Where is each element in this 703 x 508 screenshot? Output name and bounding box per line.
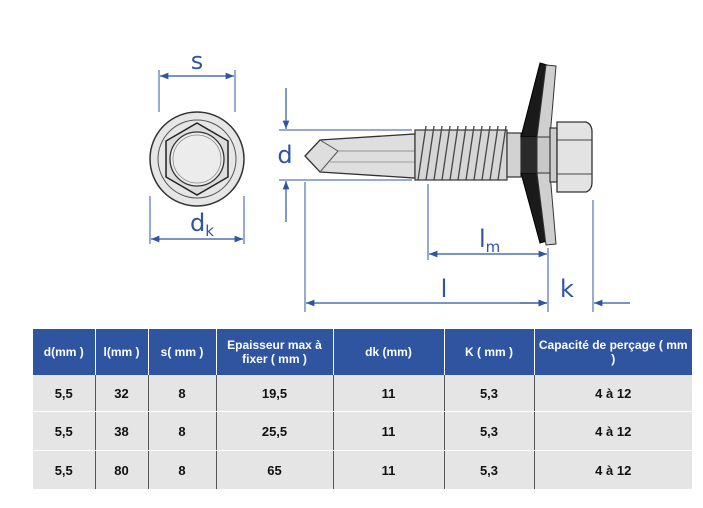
cell-s: 8 [148, 411, 217, 451]
label-l: l [441, 275, 448, 303]
svg-text:lm: lm [479, 225, 500, 256]
dimension-dk: dk [149, 196, 245, 244]
header-dk: dk (mm) [333, 329, 445, 375]
header-k: K ( mm ) [444, 329, 535, 375]
dimension-s: s [158, 47, 236, 112]
hex-head-side-view [549, 121, 593, 193]
cell-d: 5,5 [33, 411, 96, 451]
label-s: s [191, 47, 204, 75]
table-row: 5,5 32 8 19,5 11 5,3 4 à 12 [33, 375, 692, 412]
hex-head-end-view [149, 111, 245, 207]
label-dk-sub: k [205, 222, 214, 240]
cell-dk: 11 [333, 375, 445, 412]
label-lm-sub: m [486, 238, 501, 256]
cell-drilling-capacity: 4 à 12 [534, 450, 692, 490]
dimension-l: l [304, 182, 547, 312]
cell-l: 32 [95, 375, 149, 412]
table-row: 5,5 80 8 65 11 5,3 4 à 12 [33, 450, 692, 490]
cell-l: 38 [95, 411, 149, 451]
cell-l: 80 [95, 450, 149, 490]
label-d: d [277, 141, 292, 169]
dimension-lm: lm [427, 184, 549, 312]
cell-max-thickness: 65 [216, 450, 334, 490]
cell-k: 5,3 [444, 375, 535, 412]
dimension-k: k [520, 200, 630, 312]
cell-max-thickness: 19,5 [216, 375, 334, 412]
label-dk-main: d [190, 209, 205, 237]
dimension-d: d [277, 88, 412, 222]
screw-side-view [304, 62, 593, 246]
header-drilling-capacity: Capacité de perçage ( mm ) [534, 329, 692, 375]
cell-k: 5,3 [444, 450, 535, 490]
header-s: s( mm ) [148, 329, 217, 375]
thread-section [414, 125, 508, 181]
screw-spec-table: d(mm ) l(mm ) s( mm ) Epaisseur max à fi… [33, 329, 692, 490]
cell-max-thickness: 25,5 [216, 411, 334, 451]
epdm-washer [520, 62, 557, 246]
cell-k: 5,3 [444, 411, 535, 451]
label-k: k [560, 275, 574, 303]
cell-d: 5,5 [33, 375, 96, 412]
cell-dk: 11 [333, 411, 445, 451]
cell-dk: 11 [333, 450, 445, 490]
header-max-thickness: Epaisseur max à fixer ( mm ) [216, 329, 334, 375]
cell-drilling-capacity: 4 à 12 [534, 411, 692, 451]
header-d: d(mm ) [33, 329, 96, 375]
svg-text:dk: dk [190, 209, 214, 240]
cell-d: 5,5 [33, 450, 96, 490]
label-lm-main: l [479, 225, 486, 253]
cell-s: 8 [148, 450, 217, 490]
screw-technical-drawing: s dk [149, 47, 630, 312]
header-l: l(mm ) [95, 329, 149, 375]
table-header-row: d(mm ) l(mm ) s( mm ) Epaisseur max à fi… [33, 329, 692, 375]
cell-s: 8 [148, 375, 217, 412]
cell-drilling-capacity: 4 à 12 [534, 375, 692, 412]
table-row: 5,5 38 8 25,5 11 5,3 4 à 12 [33, 411, 692, 451]
